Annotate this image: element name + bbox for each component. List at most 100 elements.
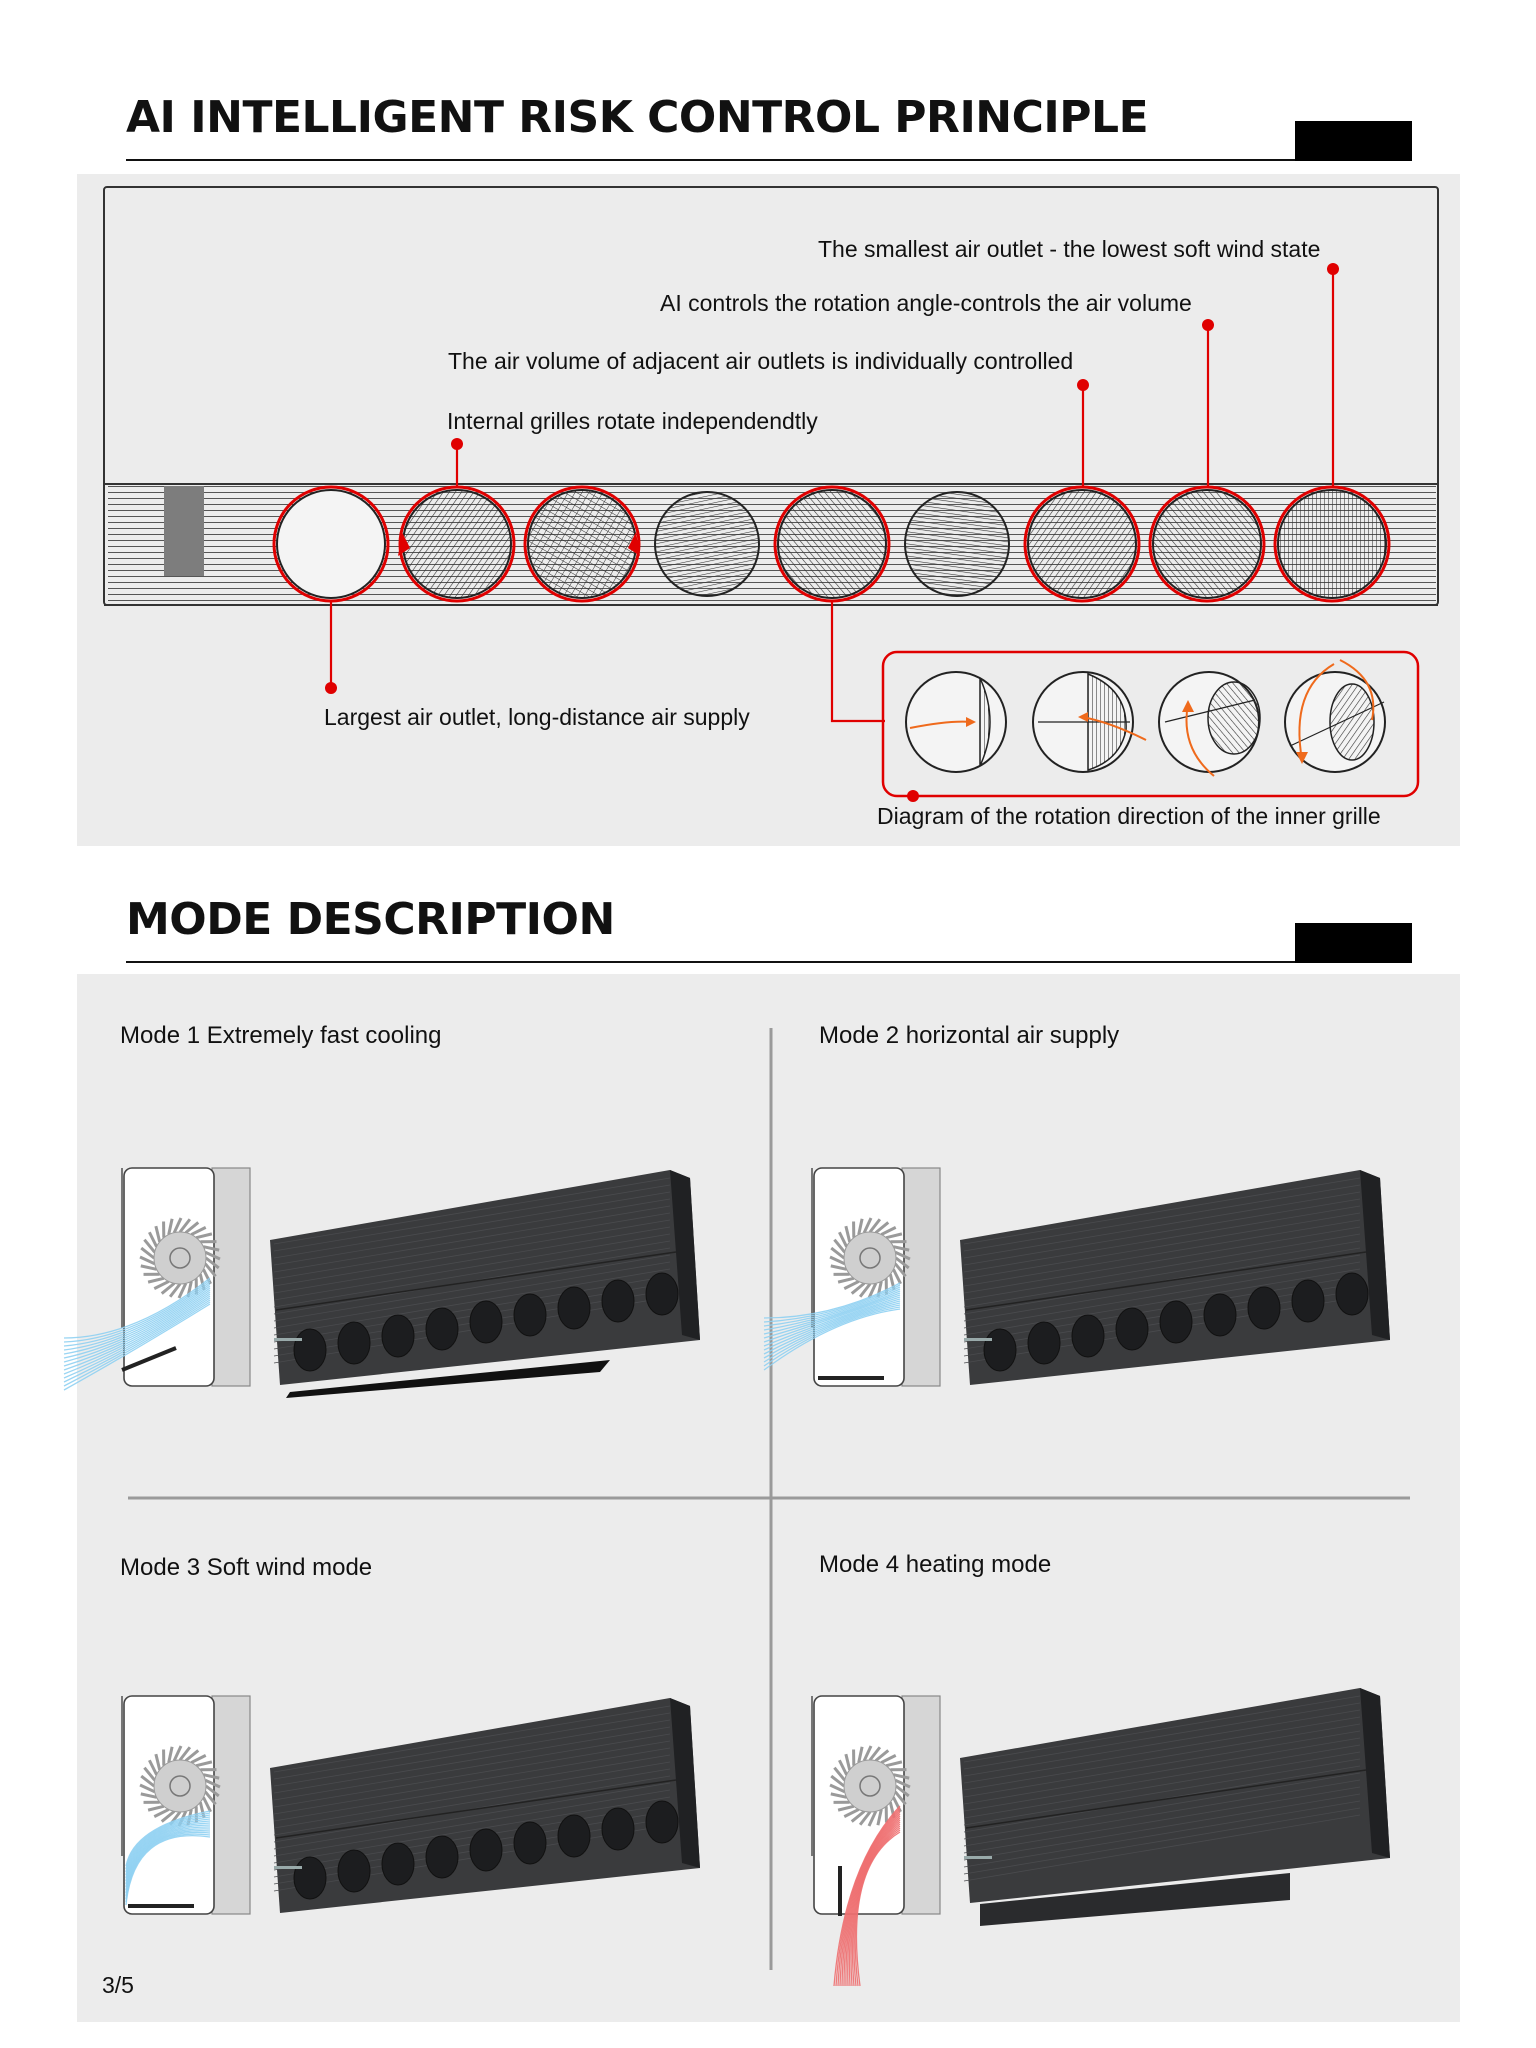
unit-outlet	[513, 1293, 547, 1337]
airflow-line	[125, 1812, 211, 1870]
fan-hub	[153, 1759, 207, 1813]
airflow-line	[63, 1293, 211, 1371]
wood-grain	[273, 1740, 671, 1808]
panel-seam	[965, 1769, 1367, 1829]
fan-blade	[153, 1280, 170, 1290]
outlet-3	[523, 485, 641, 603]
wood-grain	[963, 1184, 1361, 1252]
fan-blade	[830, 1774, 845, 1788]
fan-blade	[895, 1784, 910, 1798]
airflow-line	[763, 1298, 901, 1351]
wood-grain	[273, 1705, 671, 1773]
fan-blade	[888, 1273, 896, 1291]
wood-grain	[273, 1184, 671, 1252]
wood-grain	[273, 1240, 671, 1308]
fan-icon	[829, 1745, 911, 1827]
fan-blade	[147, 1804, 165, 1812]
unit-side	[670, 1698, 700, 1868]
mode-1-label: Mode 1 Extremely fast cooling	[120, 1022, 442, 1049]
wood-grain	[273, 1747, 671, 1815]
unit-outlet	[293, 1856, 327, 1900]
wood-grain	[273, 1198, 671, 1266]
wood-grain	[963, 1702, 1361, 1770]
fan-center	[169, 1775, 191, 1797]
fan-icon	[829, 1217, 911, 1299]
panel-seam	[275, 1779, 677, 1839]
wood-grain	[963, 1751, 1361, 1819]
fan-blade	[893, 1245, 910, 1252]
airflow-line	[125, 1810, 211, 1867]
fan-blade	[195, 1760, 213, 1768]
wood-grain	[273, 1191, 671, 1259]
fan-blade	[880, 1226, 897, 1236]
unit-outlet	[381, 1842, 415, 1886]
rotation-step-4	[1284, 659, 1386, 773]
fan-blade	[885, 1760, 903, 1768]
side-section-view	[763, 1167, 941, 1387]
wood-grain	[273, 1803, 671, 1871]
fan-blade	[198, 1801, 206, 1819]
airflow-line	[763, 1300, 901, 1355]
airflow-line	[63, 1297, 211, 1379]
unit-outlet	[1203, 1293, 1237, 1337]
mode-1-illustration	[63, 1167, 700, 1398]
wood-grain	[273, 1254, 671, 1322]
brand-badge	[964, 1856, 992, 1859]
airflow-line	[63, 1283, 211, 1351]
unit-outlet	[557, 1286, 591, 1330]
fan-blade	[140, 1264, 157, 1271]
unit-outlet	[1027, 1321, 1061, 1365]
outlet-strip-diagram	[103, 186, 1439, 802]
fan-blade	[204, 1778, 221, 1789]
fan-blade	[894, 1790, 907, 1806]
fan-blade	[204, 1250, 221, 1261]
fan-blade	[140, 1792, 157, 1799]
fan-blade	[190, 1754, 207, 1764]
airflow-line	[763, 1306, 901, 1367]
lower-flap	[286, 1360, 610, 1398]
fan-blade	[858, 1283, 872, 1298]
fan-blade	[892, 1268, 902, 1285]
airflow-line	[63, 1285, 211, 1355]
airflow-line	[63, 1291, 211, 1367]
title-underline	[126, 961, 1412, 963]
title-black-tab	[1295, 923, 1412, 963]
wood-grain	[963, 1219, 1361, 1287]
mode-4-illustration	[811, 1688, 1390, 1987]
mode-3-label: Mode 3 Soft wind mode	[120, 1554, 373, 1581]
fan-blade	[178, 1218, 192, 1233]
fan-blade	[894, 1778, 911, 1789]
unit-outlet	[983, 1328, 1017, 1372]
wood-grain	[963, 1212, 1361, 1280]
wood-grain	[963, 1758, 1361, 1826]
wood-grain	[963, 1275, 1361, 1343]
fan-blade	[833, 1238, 846, 1254]
wood-grain	[273, 1712, 671, 1780]
unit-outlet	[645, 1272, 679, 1316]
fan-blade	[868, 1746, 882, 1761]
rotation-diagram-box	[881, 650, 1420, 798]
fan-blade	[895, 1256, 910, 1270]
callout-smallest-outlet: The smallest air outlet - the lowest sof…	[818, 236, 1321, 262]
fan-blade	[862, 1745, 873, 1762]
fan-blade	[139, 1255, 156, 1266]
airflow-line	[63, 1277, 211, 1339]
ac-unit-render	[960, 1688, 1390, 1926]
airflow-line	[763, 1286, 901, 1327]
mode-2-illustration	[763, 1167, 1390, 1387]
unit-body	[960, 1688, 1390, 1903]
panel-seam	[275, 1251, 677, 1311]
fan-center	[859, 1775, 881, 1797]
wood-grain	[963, 1744, 1361, 1812]
wood-grain	[963, 1730, 1361, 1798]
fan-blade	[830, 1246, 845, 1260]
brand-badge	[274, 1338, 302, 1341]
wall	[211, 1695, 251, 1915]
unit-body	[270, 1698, 700, 1913]
section-title-risk-control: AI INTELLIGENT RISK CONTROL PRINCIPLE	[126, 92, 1149, 143]
fan-blade	[830, 1792, 847, 1799]
fan-blade	[172, 1217, 183, 1234]
fan-blade	[829, 1783, 846, 1794]
wood-grain	[273, 1754, 671, 1822]
